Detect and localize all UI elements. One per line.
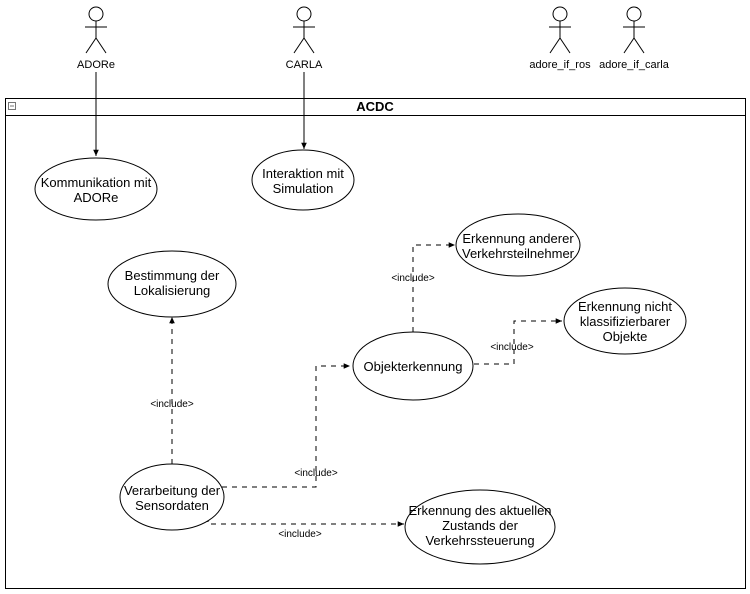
use-case-label-line: Verkehrsteilnehmer [462, 246, 575, 261]
actor-label: adore_if_carla [599, 59, 670, 71]
include-sensordaten-lokalisierung[interactable]: <include> [150, 317, 194, 464]
use-case-sensordaten[interactable]: Verarbeitung der Sensordaten [119, 463, 225, 531]
actor-label: adore_if_ros [529, 59, 591, 71]
include-objekterkennung-verkehrsteilnehmer[interactable]: <include> [391, 242, 455, 332]
use-case-label-line: klassifizierbarer [580, 314, 671, 329]
use-case-label-line: Erkennung nicht [578, 299, 672, 314]
use-case-interaktion[interactable]: Interaktion mit Simulation [251, 149, 355, 211]
use-case-label-line: Kommunikation mit [41, 175, 152, 190]
use-case-label-line: Verkehrssteuerung [425, 533, 534, 548]
actor-adore[interactable]: ADORe [77, 6, 115, 71]
actor-adore-if-ros[interactable]: adore_if_ros [529, 6, 591, 71]
actor-label: ADORe [77, 59, 115, 71]
use-case-label-line: Erkennung des aktuellen [408, 503, 551, 518]
include-label: <include> [278, 529, 322, 540]
include-objekterkennung-nichtklassifizierbar[interactable]: <include> [474, 318, 562, 365]
use-case-nichtklassifizierbar[interactable]: Erkennung nicht klassifizierbarer Objekt… [563, 287, 687, 355]
use-case-label-line: Interaktion mit [262, 166, 344, 181]
include-sensordaten-verkehrssteuerung[interactable]: <include> [207, 517, 404, 540]
actor-label: CARLA [286, 59, 323, 71]
system-boundary: ACDC [5, 98, 746, 589]
stick-figure-icon [85, 6, 107, 54]
use-case-label-line: Lokalisierung [134, 283, 211, 298]
use-case-verkehrssteuerung[interactable]: Erkennung des aktuellen Zustands der Ver… [404, 489, 556, 565]
use-case-label-line: Bestimmung der [125, 268, 220, 283]
include-sensordaten-objekterkennung[interactable]: <include> [222, 363, 350, 488]
use-case-objekterkennung[interactable]: Objekterkennung [352, 331, 474, 401]
include-label: <include> [490, 342, 534, 353]
stick-figure-icon [293, 6, 315, 54]
system-title: ACDC [356, 99, 394, 114]
include-label: <include> [150, 399, 194, 410]
include-label: <include> [391, 273, 435, 284]
actor-adore-if-carla[interactable]: adore_if_carla [599, 6, 670, 71]
use-case-verkehrsteilnehmer[interactable]: Erkennung anderer Verkehrsteilnehmer [455, 213, 581, 277]
use-case-label-line: Objekterkennung [363, 359, 462, 374]
use-case-label-line: Erkennung anderer [462, 231, 574, 246]
use-case-label-line: Simulation [273, 181, 334, 196]
use-case-label-line: Sensordaten [135, 498, 209, 513]
stick-figure-icon [623, 6, 645, 54]
stick-figure-icon [549, 6, 571, 54]
use-case-lokalisierung[interactable]: Bestimmung der Lokalisierung [107, 250, 237, 318]
use-case-label-line: Zustands der [442, 518, 519, 533]
use-case-label-line: ADORe [74, 190, 119, 205]
use-case-kommunikation[interactable]: Kommunikation mit ADORe [34, 157, 158, 221]
use-case-label-line: Verarbeitung der [124, 483, 221, 498]
include-label: <include> [294, 468, 338, 479]
actor-carla[interactable]: CARLA [286, 6, 323, 71]
use-case-label-line: Objekte [603, 329, 648, 344]
